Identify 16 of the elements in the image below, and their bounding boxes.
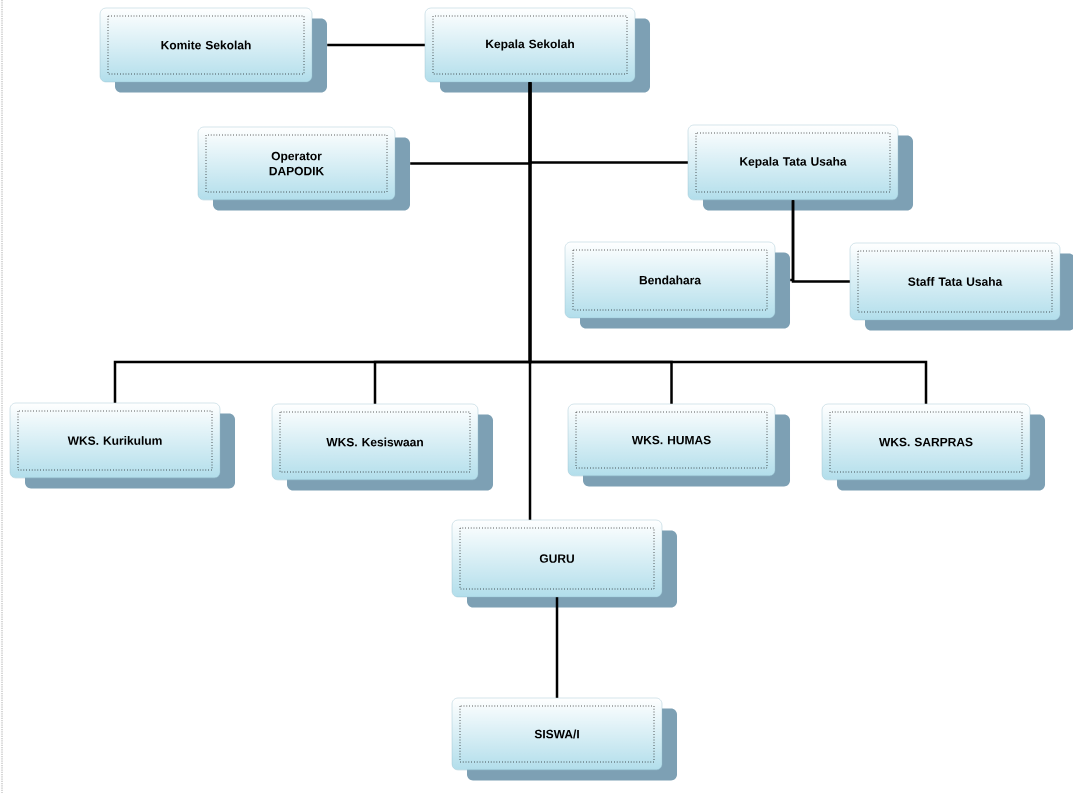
org-box: WKS. Kurikulum xyxy=(9,402,235,489)
org-box: Komite Sekolah xyxy=(99,7,327,93)
org-box: Kepala Sekolah xyxy=(424,7,650,93)
connector-line xyxy=(791,200,850,283)
org-box: Operator DAPODIK xyxy=(197,126,410,211)
org-box: Kepala Tata Usaha xyxy=(687,124,913,211)
org-box: Staff Tata Usaha xyxy=(849,242,1073,331)
org-box: SISWA/I xyxy=(451,697,677,781)
connector-line xyxy=(555,597,559,698)
org-box: WKS. SARPRAS xyxy=(821,403,1045,491)
org-box: GURU xyxy=(451,519,677,608)
org-box: WKS. HUMAS xyxy=(567,403,790,487)
connector-line xyxy=(327,43,425,47)
org-box: Bendahara xyxy=(564,241,790,329)
connector-line xyxy=(528,82,532,520)
org-box: WKS. Kesiswaan xyxy=(271,403,493,491)
